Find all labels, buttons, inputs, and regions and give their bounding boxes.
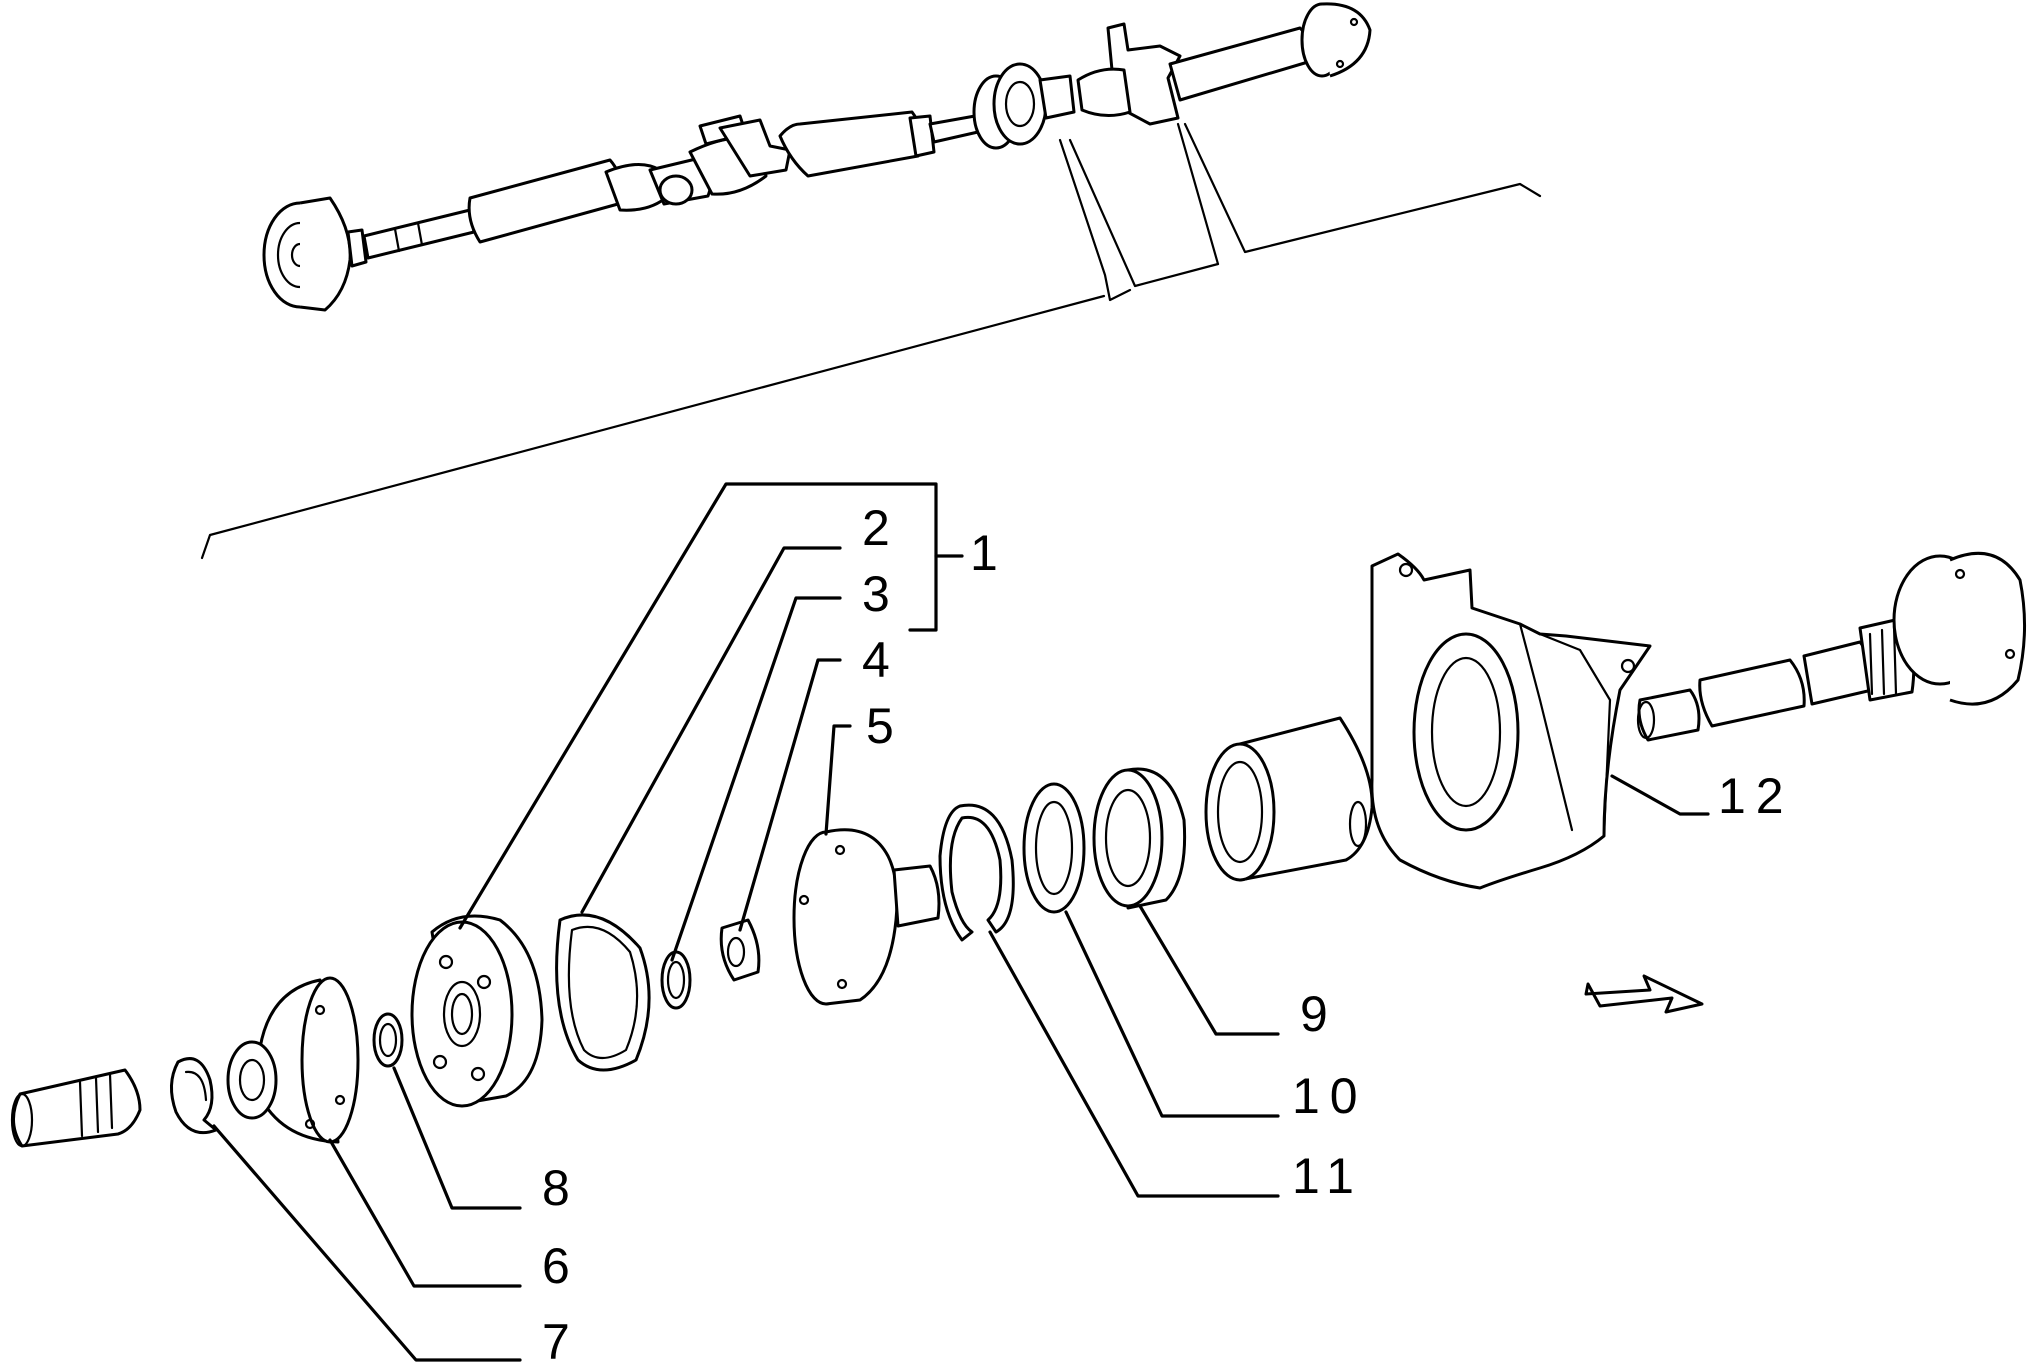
callout-5: 5 <box>866 698 894 754</box>
callout-8: 8 <box>542 1160 570 1216</box>
part-7-clip <box>170 1057 218 1135</box>
part-5-flanged-hub <box>792 828 941 1006</box>
callout-leader-lines <box>212 482 1710 1362</box>
callout-11: 11 <box>1292 1148 1364 1204</box>
rear-coupling-group <box>972 62 1076 150</box>
assembled-propshaft <box>262 2 1372 312</box>
callout-7: 7 <box>542 1314 570 1367</box>
callout-labels: 1 2 3 4 5 6 7 8 9 10 11 12 <box>542 500 1794 1367</box>
part-4-nut <box>719 918 761 982</box>
part-12-support-bracket <box>1370 552 1652 890</box>
callout-4: 4 <box>862 632 890 688</box>
rubber-sleeve <box>1204 716 1374 882</box>
callout-9: 9 <box>1300 986 1328 1042</box>
callout-2: 2 <box>862 500 890 556</box>
callout-10: 10 <box>1292 1068 1368 1124</box>
stub-shaft-right <box>1636 551 2027 742</box>
part-6-flange <box>226 976 360 1144</box>
part-11-snap-ring <box>938 803 1015 942</box>
part-3-circlip <box>660 950 692 1010</box>
part-2-ring <box>555 913 651 1072</box>
part-8-washer <box>372 1012 404 1068</box>
part-10-washer <box>1022 782 1086 914</box>
callout-3: 3 <box>862 566 890 622</box>
direction-arrow <box>1584 974 1704 1014</box>
part-1-flex-coupling <box>410 914 544 1108</box>
callout-1: 1 <box>970 525 998 581</box>
front-flex-coupling <box>262 196 368 312</box>
callout-12: 12 <box>1718 768 1794 824</box>
part-9-bearing <box>1092 767 1187 910</box>
top-leader-lines <box>200 122 1542 560</box>
stub-shaft-left <box>10 1068 142 1148</box>
callout-6: 6 <box>542 1238 570 1294</box>
